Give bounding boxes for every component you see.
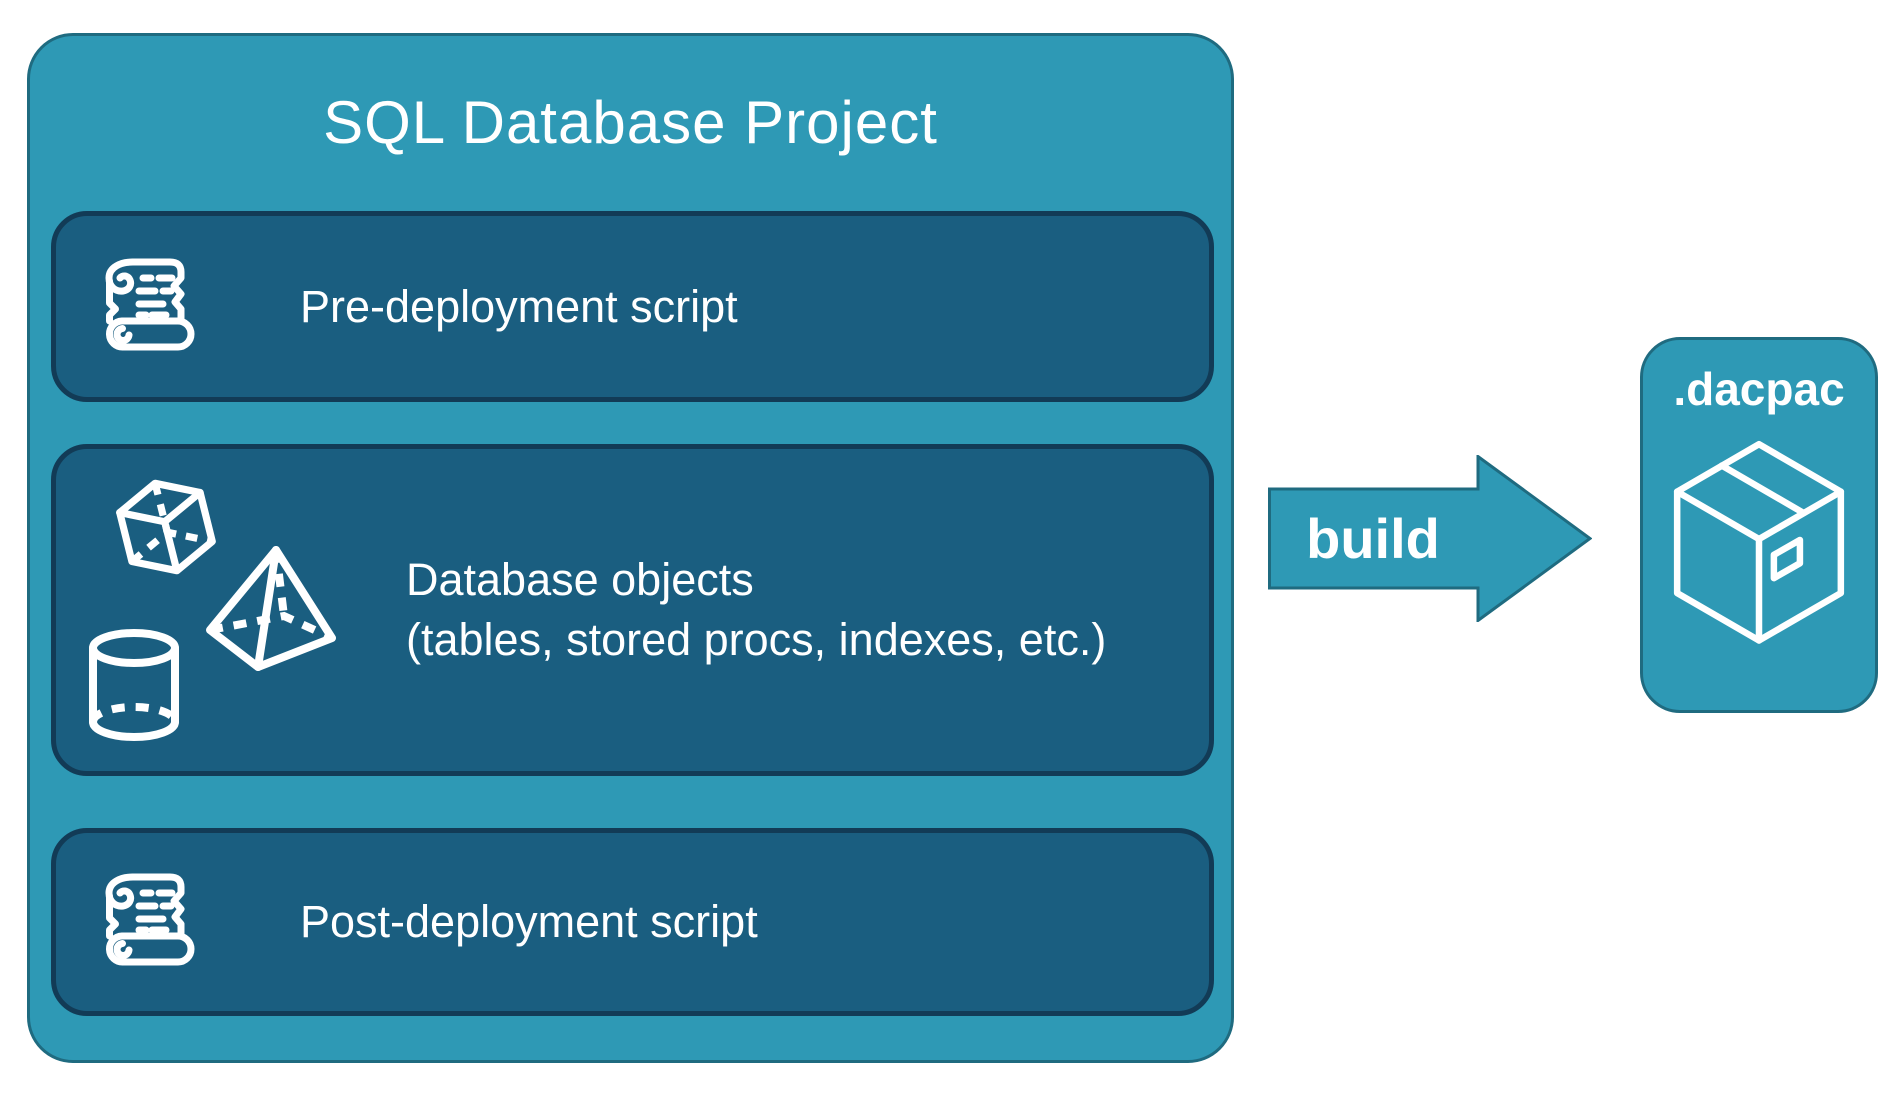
pyramid-icon — [206, 546, 336, 671]
database-objects-label-line2: (tables, stored procs, indexes, etc.) — [406, 614, 1107, 665]
build-arrow-icon — [1268, 455, 1592, 622]
database-objects-label: Database objects (tables, stored procs, … — [406, 550, 1106, 670]
post-deployment-label: Post-deployment script — [300, 896, 758, 947]
build-label: build — [1306, 506, 1440, 570]
database-objects-panel: Database objects (tables, stored procs, … — [51, 444, 1214, 776]
database-objects-label-line1: Database objects — [406, 554, 754, 605]
scroll-icon — [105, 258, 195, 350]
database-objects-icon — [89, 479, 336, 741]
cylinder-icon — [89, 629, 179, 741]
cube-icon — [116, 479, 216, 575]
pre-deployment-panel: Pre-deployment script — [51, 211, 1214, 402]
pre-deployment-label: Pre-deployment script — [300, 280, 738, 332]
page-title: SQL Database Project — [323, 89, 938, 156]
post-deployment-panel: Post-deployment script — [51, 828, 1214, 1016]
scroll-icon — [105, 873, 195, 966]
dacpac-box: .dacpac — [1640, 337, 1878, 713]
dacpac-label: .dacpac — [1673, 363, 1845, 415]
package-icon — [1673, 440, 1845, 644]
sql-database-project-box: SQL Database Project Pre-deployment scri… — [27, 33, 1234, 1063]
